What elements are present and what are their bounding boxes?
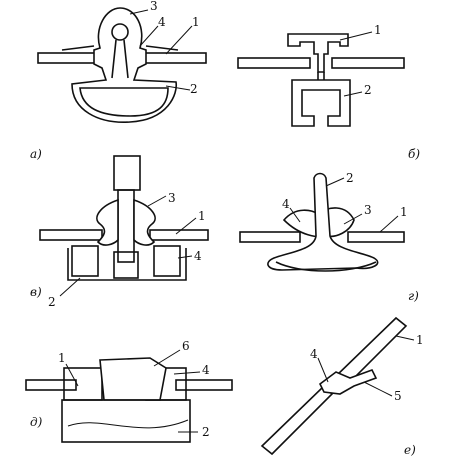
glass-pane-right bbox=[137, 52, 207, 64]
panel-e: 4 1 5 е) bbox=[260, 316, 424, 457]
panel-a-label-2: 2 bbox=[190, 82, 198, 96]
panel-a-label-1: 1 bbox=[192, 15, 200, 29]
glass-pane-left bbox=[39, 229, 103, 241]
channel-profile bbox=[291, 79, 351, 127]
t-profile bbox=[287, 33, 349, 73]
panel-b-label-2: 2 bbox=[364, 83, 372, 97]
panel-a-label-3: 3 bbox=[150, 0, 158, 13]
panel-v-label-1: 1 bbox=[198, 209, 206, 223]
wood-base bbox=[61, 399, 191, 443]
panel-g-label-4: 4 bbox=[282, 197, 290, 211]
glass-pane-left bbox=[25, 379, 77, 391]
glass-pane-right bbox=[331, 57, 405, 69]
panel-v-label-3: 3 bbox=[168, 191, 176, 205]
glass-pane-right bbox=[347, 231, 405, 243]
panel-g-caption: г) bbox=[408, 289, 419, 303]
panel-e-label-1: 1 bbox=[416, 333, 424, 347]
panel-d-caption: д) bbox=[30, 415, 43, 429]
panel-e-label-4: 4 bbox=[310, 347, 318, 361]
panel-d-label-6: 6 bbox=[182, 339, 190, 353]
wood-cap bbox=[99, 357, 167, 401]
panel-g: 2 4 3 1 г) bbox=[239, 171, 419, 303]
joint-clip bbox=[318, 369, 378, 395]
panel-e-caption: е) bbox=[404, 443, 416, 457]
bulb-profile bbox=[71, 7, 177, 123]
rubber-profile bbox=[267, 172, 379, 271]
bulb-hole bbox=[111, 23, 129, 41]
panel-v-label-4: 4 bbox=[194, 249, 202, 263]
panel-g-label-1: 1 bbox=[400, 205, 408, 219]
panel-d: 1 6 4 2 д) bbox=[25, 339, 233, 443]
magnet-right bbox=[153, 245, 181, 277]
panel-d-label-2: 2 bbox=[202, 425, 210, 439]
gasket-wings bbox=[96, 198, 156, 246]
glass-pane-left bbox=[237, 57, 311, 69]
panel-b: 1 2 б) bbox=[237, 23, 420, 161]
glass-pane-left bbox=[239, 231, 301, 243]
panel-a-label-4: 4 bbox=[158, 15, 166, 29]
glass-pane-right bbox=[175, 379, 233, 391]
panel-v: 3 1 4 2 в) bbox=[30, 155, 209, 309]
panel-a: 3 4 1 2 а) bbox=[30, 0, 207, 161]
sealant-left bbox=[63, 367, 103, 401]
glass-pane-right bbox=[149, 229, 209, 241]
panel-e-label-5: 5 bbox=[394, 389, 402, 403]
panel-b-label-1: 1 bbox=[374, 23, 382, 37]
panel-a-caption: а) bbox=[30, 147, 42, 161]
glass-pane-lower bbox=[260, 384, 334, 456]
panel-v-caption: в) bbox=[30, 285, 42, 299]
panel-d-label-1: 1 bbox=[58, 351, 66, 365]
panel-v-label-2: 2 bbox=[48, 295, 56, 309]
magnet-left bbox=[71, 245, 99, 277]
panel-b-caption: б) bbox=[408, 147, 420, 161]
panel-g-label-3: 3 bbox=[364, 203, 372, 217]
panel-d-label-4: 4 bbox=[202, 363, 210, 377]
panel-g-label-2: 2 bbox=[346, 171, 354, 185]
